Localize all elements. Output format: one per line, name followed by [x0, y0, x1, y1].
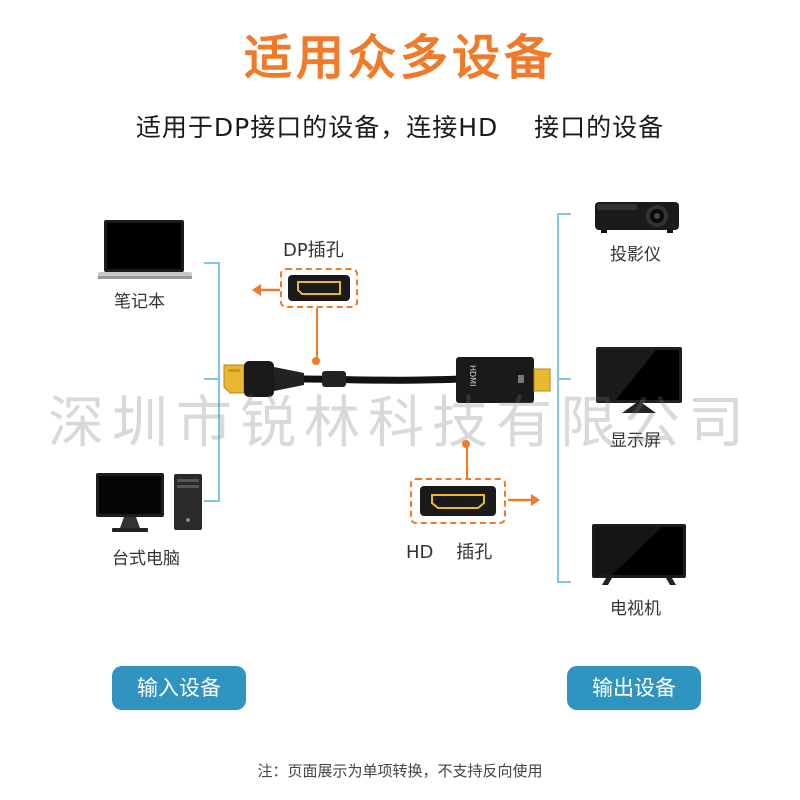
laptop-icon: [98, 220, 192, 279]
laptop-label: 笔记本: [114, 292, 165, 312]
output-bracket-line: [557, 213, 559, 583]
hd-port-box: [410, 478, 506, 524]
svg-text:HDMI: HDMI: [468, 365, 477, 386]
page-title: 适用众多设备: [243, 30, 556, 86]
desktop-label: 台式电脑: [112, 549, 180, 569]
watermark: 深圳市锐林科技有限公司: [48, 391, 752, 456]
input-bracket-top: [204, 262, 220, 264]
projector-label: 投影仪: [610, 245, 661, 265]
dp-port-box: [280, 268, 358, 308]
dp-pointer-dot: [312, 357, 320, 365]
input-bracket-line: [218, 262, 220, 502]
arrow-left-icon: [252, 284, 280, 296]
input-bracket-bottom: [204, 500, 220, 502]
tv-label: 电视机: [610, 599, 661, 619]
dp-port-label: DP插孔: [283, 240, 344, 261]
hd-port-label: HD 插孔: [406, 542, 493, 563]
arrow-right-icon: [508, 494, 540, 506]
footer-note: 注：页面展示为单项转换，不支持反向使用: [257, 762, 543, 780]
output-devices-button[interactable]: 输出设备: [567, 666, 701, 710]
projector-icon: [595, 202, 679, 233]
monitor-icon: [596, 347, 682, 413]
hd-port-icon: [420, 486, 496, 516]
page-subtitle: 适用于DP接口的设备，连接HD 接口的设备: [135, 113, 665, 142]
input-devices-button[interactable]: 输入设备: [112, 666, 246, 710]
hd-pointer-dot: [462, 440, 470, 448]
monitor-label: 显示屏: [610, 431, 661, 451]
input-bracket-mid: [204, 378, 220, 380]
tv-icon: [592, 524, 686, 585]
dp-port-pointer: [316, 308, 318, 360]
output-bracket-mid: [557, 378, 571, 380]
dp-port-icon: [288, 275, 350, 301]
hd-port-pointer: [466, 444, 468, 480]
output-bracket-bottom: [557, 581, 571, 583]
desktop-computer-icon: [96, 473, 202, 532]
output-bracket-top: [557, 213, 571, 215]
adapter-cable-icon: HDMI: [223, 357, 551, 403]
